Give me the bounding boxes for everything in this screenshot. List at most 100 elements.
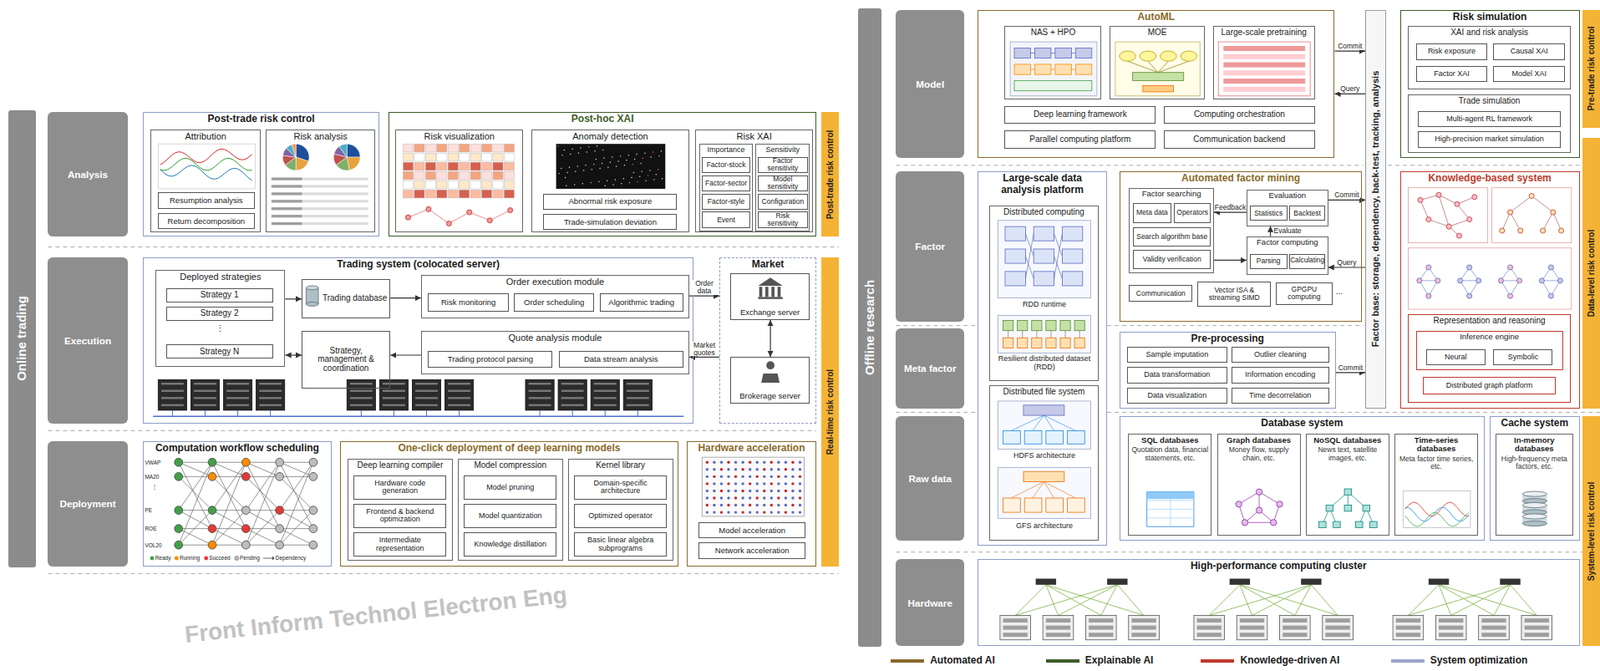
node-label: Data stream analysis <box>584 355 659 364</box>
connector <box>1334 93 1366 95</box>
state-dot <box>234 556 239 561</box>
node-label: Operators <box>1176 208 1209 217</box>
spine-switch <box>1229 578 1250 585</box>
process-box: Distributed graph platform <box>1422 376 1556 395</box>
compute-rack <box>1322 614 1354 640</box>
rack-unit <box>1438 618 1463 623</box>
rdd-partition <box>1003 337 1014 348</box>
heat-cell <box>425 189 436 199</box>
row-label: Raw data <box>895 416 965 541</box>
node-label: Model compression <box>458 459 563 470</box>
cluster-node <box>1467 293 1473 299</box>
node-label: Factor <box>895 240 965 252</box>
table-row <box>271 207 369 210</box>
node-label: Data-level risk control <box>1586 228 1596 316</box>
cluster-node <box>1467 264 1473 270</box>
sql-table <box>1147 492 1194 528</box>
chip-cell <box>770 496 773 499</box>
process-box: Data transformation <box>1127 366 1228 384</box>
chip-cell <box>784 510 788 514</box>
legend-item: System optimization <box>1391 655 1529 666</box>
tree-edge <box>1553 212 1562 231</box>
compute-rack <box>1000 614 1032 640</box>
database-card: In-memory databasesHigh-frequency meta f… <box>1495 433 1574 536</box>
cluster-node <box>1426 264 1432 270</box>
node-label: Knowledge distillation <box>473 540 547 549</box>
sql-grid <box>1169 492 1171 528</box>
node-label: Order scheduling <box>523 298 585 307</box>
connector <box>1213 211 1247 213</box>
tree-edge <box>1502 212 1511 231</box>
chip-cell <box>712 496 716 499</box>
node-label: Risk analysis <box>266 130 375 142</box>
anomaly-point <box>647 174 649 176</box>
node-label: Pre-processing <box>1120 332 1336 345</box>
table-row <box>271 222 369 225</box>
heat-cell <box>414 152 425 162</box>
node-label: Trading database <box>322 294 387 304</box>
pie-slice <box>339 143 347 158</box>
anomaly-point <box>631 163 633 165</box>
risk-band: Real-time risk control <box>821 257 839 567</box>
module-panel: Knowledge-based systemRepresentation and… <box>1400 171 1580 408</box>
chip-cell <box>741 467 744 471</box>
heat-cell <box>425 162 436 171</box>
annotation: Succeed <box>208 554 230 561</box>
chip-cell <box>726 467 730 471</box>
node-label: AutoML <box>978 10 1334 23</box>
node-note: Money flow, supply chain, etc. <box>1218 444 1301 463</box>
anomaly-point <box>637 181 639 183</box>
chip-cell <box>798 503 802 507</box>
heat-cell <box>402 152 413 162</box>
node-note: High-frequency meta factors, etc. <box>1496 453 1573 472</box>
node-label: Post-trade risk control <box>825 129 835 219</box>
node-label: Factor-sector <box>705 179 747 188</box>
process-box: Meta data <box>1132 203 1171 224</box>
node-label: Order execution module <box>421 275 689 287</box>
anomaly-point <box>579 147 581 148</box>
node-label: High-precision market simulation <box>1434 135 1545 143</box>
node-label: GPGPU computing <box>1278 285 1330 301</box>
rdd-partition <box>1046 337 1057 348</box>
task-node <box>275 506 285 515</box>
series-line <box>1405 502 1469 517</box>
group-box: AttributionResumption analysisReturn dec… <box>150 129 261 233</box>
connector <box>1335 371 1366 373</box>
graph-edge <box>1259 492 1280 505</box>
process-box: Deep learning framework <box>1004 106 1156 125</box>
node-label: Factor sensitivity <box>760 157 806 173</box>
process-box: Algorithmic trading <box>599 293 684 312</box>
node-label: Factor base: storage, dependency, back-t… <box>1370 71 1381 348</box>
module-panel: Pre-processingSample imputationOutlier c… <box>1119 331 1336 409</box>
legend-item: Explainable AI <box>1046 655 1154 666</box>
chip-cell <box>784 482 788 485</box>
chip-cell <box>720 482 723 485</box>
node-label: Knowledge-based system <box>1401 172 1580 184</box>
node-label: Symbolic <box>1508 353 1540 361</box>
server-slot <box>447 396 471 399</box>
process-box: Risk monitoring <box>427 293 508 312</box>
annotation: Resilient distributed dataset (RDD) <box>991 355 1098 372</box>
node-label: Attribution <box>151 130 260 142</box>
graph-node <box>1241 519 1248 526</box>
connector <box>390 297 422 299</box>
server-unit <box>590 379 620 411</box>
anomaly-point <box>629 182 630 183</box>
dependency-line <box>245 476 280 478</box>
node-label: Statistics <box>1254 209 1283 218</box>
anomaly-point <box>639 176 640 178</box>
module-panel: Database systemSQL databasesQuotation da… <box>1119 416 1485 541</box>
node-label: Data transformation <box>1143 370 1210 379</box>
cluster-link <box>1438 584 1494 616</box>
cluster-link <box>1493 584 1511 616</box>
cluster-node <box>1426 293 1432 299</box>
chunk-server <box>1024 497 1042 513</box>
compute-rack <box>1435 614 1467 640</box>
rdd-partition <box>1074 320 1085 331</box>
rdd-partition <box>1046 320 1057 331</box>
chip-cell <box>770 467 773 471</box>
rdd-link <box>1065 330 1067 339</box>
heat-cell <box>503 171 514 180</box>
anomaly-point <box>630 177 632 178</box>
dependency-line <box>178 509 213 511</box>
